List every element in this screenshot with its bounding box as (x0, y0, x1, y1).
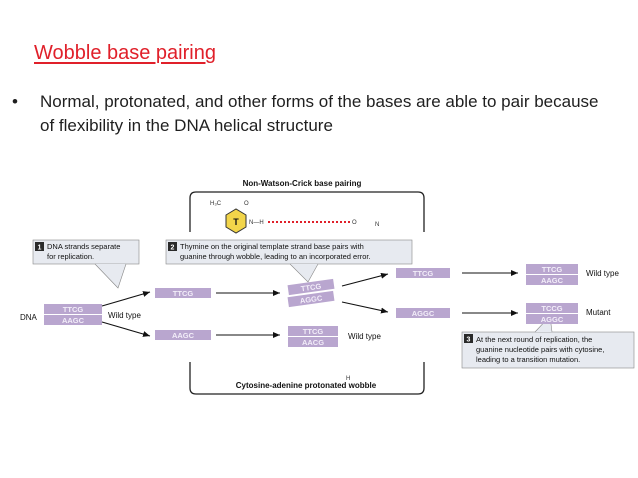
step-1-number (35, 242, 44, 251)
strand-original-top (44, 304, 102, 314)
seq-wt-bottom: AACG (302, 338, 324, 347)
step-3-number-text: 3 (467, 337, 471, 344)
step-2-number (168, 242, 177, 251)
thymine-ring (225, 208, 247, 234)
strand-final-wt-top (526, 264, 578, 274)
seq-final-wt-top: TTCG (542, 265, 563, 274)
chem-n-label: N (375, 222, 379, 228)
callout-1-box (32, 239, 140, 265)
strand-separated-bottom (155, 330, 211, 340)
callout-1-pointer (94, 263, 127, 289)
seq-r2-top: TTCG (413, 269, 434, 278)
wild-type-label-middle: Wild type (348, 332, 381, 341)
arrow-r2-up (341, 272, 389, 287)
step-1-text-line1: DNA strands separate (47, 242, 120, 251)
bullet-dot: • (12, 92, 18, 111)
strand-wt-bottom (288, 337, 338, 347)
chem-h3c-label: H₃C (210, 201, 222, 207)
chem-o2-label: O (352, 220, 357, 226)
strand-wobble-top (287, 278, 335, 296)
seq-final-mutant-bottom: AGGC (541, 315, 564, 324)
strand-separated-top (155, 288, 211, 298)
step-2-text-line1: Thymine on the original template strand … (180, 242, 364, 251)
seq-wobble-top: TTCG (300, 282, 322, 294)
seq-original-top: TTCG (63, 305, 84, 314)
inset-bottom-bracket (189, 362, 425, 395)
inset-top-bracket (189, 191, 425, 232)
inset-bottom-title: Cytosine-adenine protonated wobble (236, 381, 377, 390)
step-3-number (464, 334, 473, 343)
strand-final-mutant-bottom (526, 314, 578, 324)
strand-original-bottom (44, 315, 102, 325)
step-2-text-line2: guanine through wobble, leading to an in… (180, 252, 371, 261)
wild-type-label-original: Wild type (108, 311, 141, 320)
step-2-number-text: 2 (171, 245, 175, 252)
strand-wt-top (288, 326, 338, 336)
slide-title: Wobble base pairing (34, 42, 216, 64)
wild-type-label-final: Wild type (586, 269, 619, 278)
callout-2-pointer (289, 263, 319, 283)
chem-nh-label: N—H (249, 220, 264, 226)
dna-label: DNA (20, 313, 38, 322)
seq-separated-top: TTCG (173, 289, 194, 298)
step-3-text-line3: leading to a transition mutation. (476, 355, 580, 364)
chem-h-label: H (346, 376, 350, 382)
strand-final-mutant-top (526, 303, 578, 313)
seq-final-mutant-top: TCCG (541, 304, 562, 313)
step-3-text-line1: At the next round of replication, the (476, 335, 592, 344)
inset-top-title: Non-Watson-Crick base pairing (243, 179, 362, 188)
step-1-number-text: 1 (38, 245, 42, 252)
strand-wobble-bottom (287, 290, 335, 308)
mutant-label: Mutant (586, 308, 611, 317)
strand-r2-top (396, 268, 450, 278)
strand-r2-mid (396, 308, 450, 318)
callout-2-box (165, 239, 413, 265)
bullet-text: Normal, protonated, and other forms of t… (40, 92, 599, 135)
step-1-text-line2: for replication. (47, 252, 94, 261)
arrow-separate-up (101, 291, 151, 307)
seq-original-bottom: AAGC (62, 316, 85, 325)
chem-t-label: T (233, 217, 239, 227)
seq-final-wt-bottom: AAGC (541, 276, 564, 285)
step-3-text-line2: guanine nucleotide pairs with cytosine, (476, 345, 604, 354)
strand-final-wt-bottom (526, 275, 578, 285)
seq-r2-mid: AGGC (412, 309, 435, 318)
seq-wt-top: TTCG (303, 327, 324, 336)
chem-o-label: O (244, 201, 249, 207)
seq-wobble-bottom: AGGC (299, 293, 323, 305)
arrow-separate-down (101, 321, 151, 337)
seq-separated-bottom: AAGC (172, 331, 195, 340)
callout-3-box (461, 331, 635, 369)
arrow-r2-down (341, 301, 389, 314)
